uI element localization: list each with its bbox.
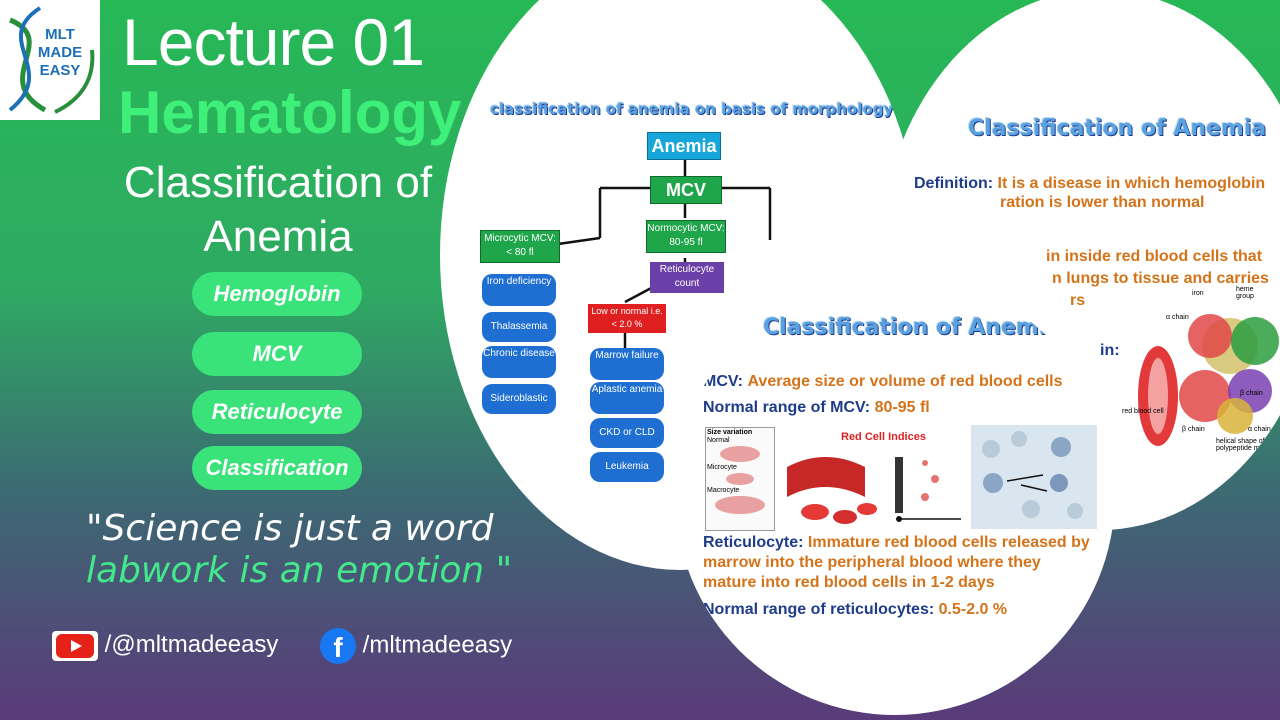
- quote-line-2: labwork is an emotion ": [86, 550, 513, 591]
- label-alpha-chain-2: α chain: [1248, 426, 1271, 433]
- size-variation-label: Size variation: [707, 429, 753, 436]
- label-helical: helical shape of the polypeptide molecul…: [1216, 438, 1280, 452]
- retic-text-3: mature into red blood cells in 1-2 days: [703, 574, 995, 591]
- mcv-definition: MCV: Average size or volume of red blood…: [703, 373, 1063, 391]
- red-cell-indices-panel: Red Cell Indices: [785, 427, 965, 529]
- size-normal-label: Normal: [707, 437, 730, 444]
- red-cell-indices-title: Red Cell Indices: [841, 431, 926, 443]
- label-beta-chain: β chain: [1240, 390, 1263, 397]
- channel-logo: MLT MADE EASY: [0, 0, 100, 120]
- youtube-handle: /@mltmadeeasy: [104, 631, 279, 658]
- topic-line-1: Classification of: [123, 158, 433, 207]
- flow-anemia: Anemia: [647, 132, 721, 160]
- flow-reticulocyte: Reticulocyte count: [650, 262, 724, 293]
- retic-range-label: Normal range of reticulocytes:: [703, 601, 935, 618]
- size-microcyte-label: Microcyte: [707, 464, 737, 471]
- rbc-normal-icon: [720, 446, 760, 462]
- mcv-range-value: 80-95 fl: [874, 399, 930, 416]
- slide3-text-3: in inside red blood cells that: [1046, 248, 1263, 265]
- slide3-text-5: rs: [1070, 292, 1086, 309]
- flow-normocytic: Normocytic MCV: 80-95 fl: [646, 220, 726, 253]
- definition-text-2: ration is lower than normal: [1000, 194, 1205, 211]
- definition-text-1: It is a disease in which hemoglobin: [997, 175, 1266, 192]
- label-iron: iron: [1192, 290, 1204, 297]
- facebook-handle: /mltmadeeasy: [362, 631, 513, 659]
- topic-line-2: Anemia: [203, 212, 353, 261]
- blood-vessel-image: [787, 457, 961, 524]
- normo-item-marrow: Marrow failure: [590, 348, 664, 380]
- slide3-definition: Definition: It is a disease in which hem…: [914, 174, 1265, 194]
- pill-mcv: MCV: [192, 332, 362, 376]
- mcv-text: Average size or volume of red blood cell…: [747, 373, 1063, 390]
- retic-text-2: marrow into the peripheral blood where t…: [703, 554, 1041, 571]
- reticulocyte-definition: Reticulocyte: Immature red blood cells r…: [703, 533, 1103, 593]
- label-red-blood-cell: red blood cell: [1122, 408, 1164, 415]
- dna-icon: [8, 6, 95, 114]
- pill-classification: Classification: [192, 446, 362, 490]
- micro-item-iron: Iron deficiency: [482, 274, 556, 306]
- mcv-label: MCV:: [703, 373, 743, 390]
- reticulocyte-cells: [982, 431, 1083, 519]
- hemoglobin-molecule-image: [1138, 314, 1279, 446]
- slide1-title: classification of anemia on basis of mor…: [490, 100, 894, 118]
- youtube-icon: [52, 630, 98, 661]
- retic-range-value: 0.5-2.0 %: [938, 601, 1008, 618]
- retic-text-1: Immature red blood cells released by: [807, 534, 1090, 551]
- logo-line-3: EASY: [39, 62, 81, 79]
- flow-microcytic: Microcytic MCV: < 80 fl: [480, 230, 560, 263]
- pill-hemoglobin: Hemoglobin: [192, 272, 362, 316]
- label-alpha-chain: α chain: [1166, 314, 1189, 321]
- slide2-title: Classification of Anemia: [763, 315, 1062, 340]
- topic-title: Classification of Anemia: [118, 156, 438, 264]
- slide3-text-6: in:: [1100, 342, 1120, 359]
- normo-item-aplastic: Aplastic anemia: [590, 382, 664, 414]
- facebook-icon: f: [320, 628, 356, 664]
- rbc-macrocyte-icon: [715, 496, 765, 514]
- subject-title: Hematology: [118, 79, 462, 146]
- normo-item-leukemia: Leukemia: [590, 452, 664, 482]
- label-heme-group: heme group: [1236, 286, 1254, 300]
- lecture-title: Lecture 01: [122, 5, 425, 79]
- mcv-range-label: Normal range of MCV:: [703, 399, 871, 416]
- slide3-text-4: n lungs to tissue and carries: [1052, 270, 1269, 287]
- flow-low-normal: Low or normal i.e. < 2.0 %: [588, 304, 666, 333]
- micro-item-chronic: Chronic disease: [482, 346, 556, 378]
- size-macrocyte-label: Macrocyte: [707, 487, 740, 494]
- quote-line-1: "Science is just a word: [86, 508, 494, 549]
- mcv-range: Normal range of MCV: 80-95 fl: [703, 399, 930, 417]
- rbc-microcyte-icon: [726, 473, 754, 485]
- definition-label: Definition:: [914, 175, 994, 192]
- reticulocyte-range: Normal range of reticulocytes: 0.5-2.0 %: [703, 601, 1007, 619]
- slide-mcv-circle: Classification of Anemia MCV: Average si…: [675, 275, 1115, 715]
- pill-reticulocyte: Reticulocyte: [192, 390, 362, 434]
- youtube-link[interactable]: /@mltmadeeasy: [52, 628, 312, 662]
- reticulocyte-smear-image: [971, 425, 1097, 529]
- logo-line-2: MADE: [37, 44, 83, 61]
- retic-label: Reticulocyte:: [703, 534, 804, 551]
- micro-item-thalassemia: Thalassemia: [482, 312, 556, 342]
- logo-line-1: MLT: [45, 26, 75, 43]
- micro-item-sideroblastic: Sideroblastic: [482, 384, 556, 414]
- slide3-title: Classification of Anemia: [968, 116, 1267, 141]
- flow-mcv: MCV: [650, 176, 722, 204]
- size-variation-panel: Size variation Normal Microcyte Macrocyt…: [705, 427, 775, 531]
- normo-item-ckd: CKD or CLD: [590, 418, 664, 448]
- facebook-link[interactable]: f /mltmadeeasy: [320, 628, 550, 664]
- quote: "Science is just a word labwork is an em…: [86, 508, 546, 592]
- label-beta-chain-2: β chain: [1182, 426, 1205, 433]
